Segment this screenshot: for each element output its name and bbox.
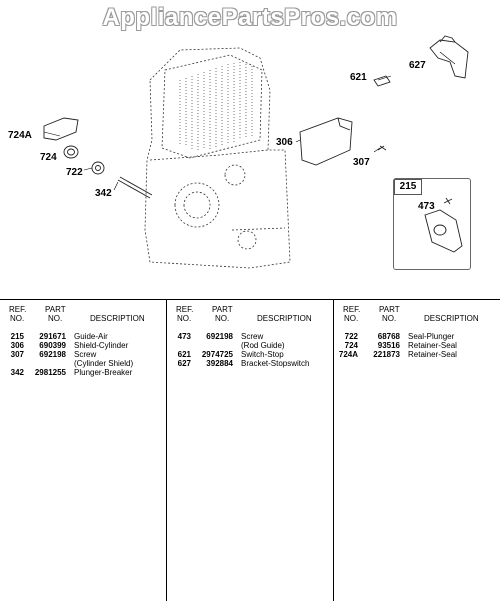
cylinder-block-outline [144,47,291,269]
retainer-plate-724A [43,117,79,141]
watermark: AppliancePartsPros.com [102,4,398,31]
part-description: Screw [241,332,264,341]
parts-column-2: REF. NO. PART NO. DESCRIPTION 473 692198… [166,300,333,601]
part-number: 221873 [373,350,400,359]
callout-724A: 724A [8,130,32,141]
part-description-note: (Rod Guide) [241,341,285,350]
callout-473: 473 [418,201,435,212]
crankcase-bore [174,182,220,228]
callout-307: 307 [353,157,370,168]
callout-215: 215 [394,179,422,195]
ref-number: 342 [10,368,24,377]
header-ref-no: NO. [344,314,359,323]
parts-column-3: REF. NO. PART NO. DESCRIPTION 722 68768 … [333,300,500,601]
ref-number: 306 [10,341,24,350]
header-ref: REF. [176,305,194,314]
ref-number: 724A [338,350,358,359]
breaker-plunger-342 [117,176,153,199]
seal-ring-724 [63,145,79,159]
header-description: DESCRIPTION [424,314,479,323]
part-number: 93516 [377,341,400,350]
callout-342: 342 [95,188,112,199]
part-description: Switch-Stop [241,350,284,359]
header-part: PART [45,305,66,314]
cooling-fins [179,62,253,150]
callout-306: 306 [276,137,293,148]
part-description: Shield-Cylinder [74,341,129,350]
air-guide-215 [424,209,463,253]
header-part-no: NO. [215,314,230,323]
parts-column-1: REF. NO. PART NO. DESCRIPTION 215 291671… [0,300,166,601]
part-description: Screw [74,350,97,359]
header-ref: REF. [9,305,27,314]
header-ref-no: NO. [177,314,192,323]
ref-number: 722 [344,332,358,341]
part-description: Bracket-Stopswitch [241,359,310,368]
plunger-seal-722 [91,161,105,175]
part-description: Retainer-Seal [408,341,457,350]
ref-number: 724 [344,341,358,350]
callout-627: 627 [409,60,426,71]
part-description-note: (Cylinder Shield) [74,359,134,368]
callout-722: 722 [66,167,83,178]
part-number: 2974725 [201,350,233,359]
part-number: 68768 [377,332,400,341]
ref-number: 473 [177,332,191,341]
ref-number: 627 [177,359,191,368]
part-description: Plunger-Breaker [74,368,133,377]
header-part-no: NO. [382,314,397,323]
screw-307 [377,145,387,151]
ref-number: 621 [177,350,191,359]
part-number: 692198 [39,350,66,359]
part-description: Seal-Plunger [408,332,455,341]
callout-621: 621 [350,72,367,83]
header-description: DESCRIPTION [90,314,145,323]
cylinder-shield [299,117,353,166]
part-number: 392884 [206,359,233,368]
part-description: Guide-Air [74,332,108,341]
parts-table: REF. NO. PART NO. DESCRIPTION 215 291671… [0,299,500,601]
header-ref: REF. [343,305,361,314]
header-part: PART [379,305,400,314]
stopswitch-bracket [429,39,469,79]
cylinder-head [161,54,263,159]
air-guide-inset: 215 473 [393,178,471,270]
callout-724: 724 [40,152,57,163]
part-number: 692198 [206,332,233,341]
header-part: PART [212,305,233,314]
part-number: 2981255 [34,368,66,377]
header-ref-no: NO. [10,314,25,323]
exploded-parts-diagram [43,35,469,269]
ref-number: 215 [10,332,24,341]
ref-number: 307 [10,350,24,359]
stop-switch [373,75,391,87]
header-part-no: NO. [48,314,63,323]
header-description: DESCRIPTION [257,314,312,323]
part-number: 291671 [39,332,66,341]
screw-473 [443,197,453,205]
part-description: Retainer-Seal [408,350,457,359]
part-number: 690399 [39,341,66,350]
